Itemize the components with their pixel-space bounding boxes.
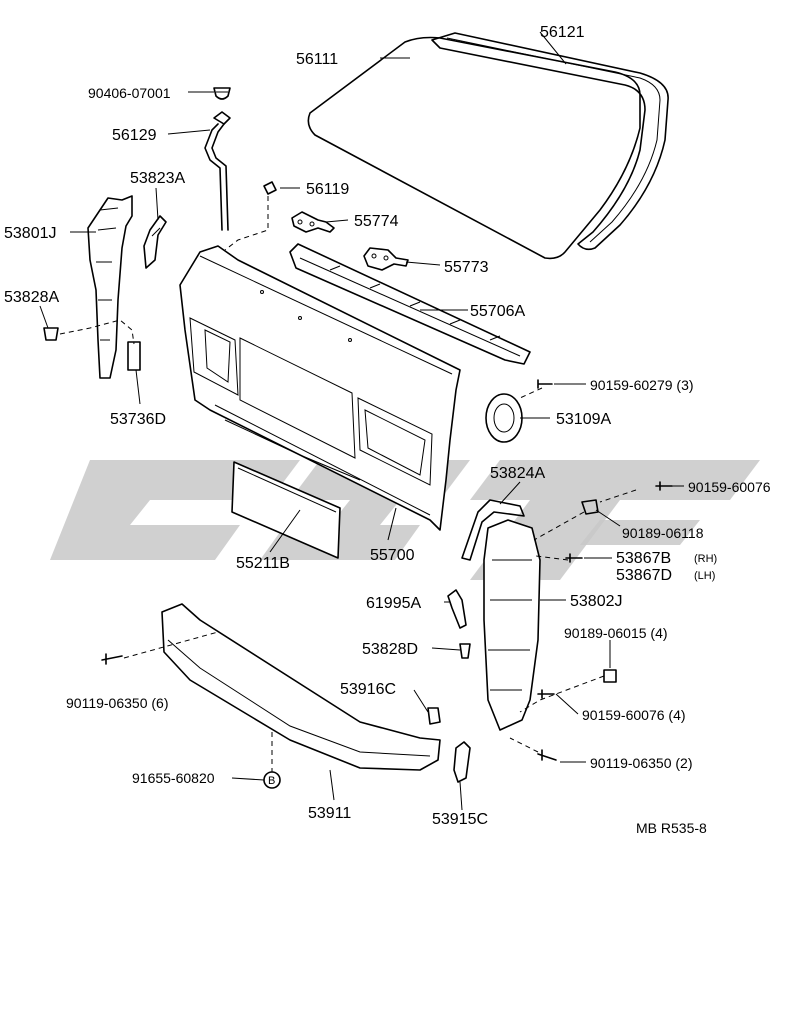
front-body-panel-55700	[179, 245, 461, 531]
label-90189-06118: 90189-06118	[622, 525, 704, 541]
label-53802J: 53802J	[570, 593, 623, 610]
label-55211B: 55211B	[236, 555, 290, 572]
label-61995A: 61995A	[366, 595, 421, 612]
bolt-90159-60076-bottom	[537, 689, 555, 699]
clip-90189-06118	[581, 499, 599, 515]
label-56129: 56129	[112, 127, 157, 144]
label-53109A: 53109A	[556, 411, 611, 428]
label-53867B-side: (RH)	[694, 553, 717, 565]
clip-53828A	[43, 327, 59, 341]
label-90159-60279: 90159-60279 (3)	[590, 377, 694, 393]
label-90159-60076-4: 90159-60076 (4)	[582, 707, 686, 723]
leader-lines	[39, 31, 684, 811]
part-labels: 56121 56111 90406-07001 56129 53823A 561…	[4, 24, 771, 836]
bumper-cover-53911	[161, 603, 441, 771]
bolt-90159-60076-top	[655, 481, 673, 491]
seal-53824A	[461, 499, 525, 561]
side-panel-53801J	[87, 195, 141, 379]
side-panel-53802J	[483, 519, 541, 731]
label-53867D-side: (LH)	[694, 570, 715, 582]
label-53824A: 53824A	[490, 465, 545, 482]
label-55706A: 55706A	[470, 303, 525, 320]
clip-90406-07001	[213, 87, 231, 100]
dashed-lines	[59, 196, 637, 772]
bracket-53916C	[427, 707, 441, 725]
label-53828D: 53828D	[362, 641, 418, 658]
label-53801J: 53801J	[4, 225, 57, 242]
clip-90189-06015	[603, 669, 617, 683]
label-53823A: 53823A	[130, 170, 185, 187]
label-90119-06350-6: 90119-06350 (6)	[66, 695, 168, 711]
label-56119: 56119	[306, 181, 349, 198]
mount-53109A	[485, 393, 523, 443]
clip-53828D	[459, 643, 471, 659]
label-53916C: 53916C	[340, 681, 396, 698]
screw-53867	[565, 553, 583, 563]
bracket-61995A	[447, 589, 467, 629]
label-53828A: 53828A	[4, 289, 59, 306]
hinge-55773	[363, 247, 409, 271]
bracket-53823A	[143, 215, 167, 269]
label-b-marker: B	[268, 775, 275, 787]
label-53915C: 53915C	[432, 811, 488, 828]
bolt-90119-06350-right	[537, 749, 557, 761]
label-90119-06350-2: 90119-06350 (2)	[590, 755, 692, 771]
label-90189-06015: 90189-06015 (4)	[564, 625, 668, 641]
label-53867D: 53867D	[616, 567, 672, 584]
bolt-90119-06350-left	[101, 653, 123, 665]
footer-code: MB R535-8	[636, 820, 707, 836]
hinge-55774	[291, 211, 335, 233]
clip-56119	[263, 181, 277, 195]
label-53911: 53911	[308, 805, 351, 822]
bracket-53915C	[453, 741, 471, 783]
label-56121: 56121	[540, 24, 585, 41]
label-55773: 55773	[444, 259, 489, 276]
hose-56129	[204, 111, 231, 231]
cowl-panel-55706A	[289, 243, 531, 365]
label-53867B: 53867B	[616, 550, 671, 567]
label-56111: 56111	[296, 51, 338, 68]
label-55700: 55700	[370, 547, 415, 564]
windshield-weatherstrip	[431, 32, 669, 251]
label-90406-07001: 90406-07001	[88, 85, 171, 101]
label-55774: 55774	[354, 213, 399, 230]
panel-55211B	[231, 461, 341, 559]
bolt-90159-60279	[537, 379, 553, 389]
label-53736D: 53736D	[110, 411, 166, 428]
label-91655-60820: 91655-60820	[132, 770, 215, 786]
label-90159-60076: 90159-60076	[688, 479, 771, 495]
